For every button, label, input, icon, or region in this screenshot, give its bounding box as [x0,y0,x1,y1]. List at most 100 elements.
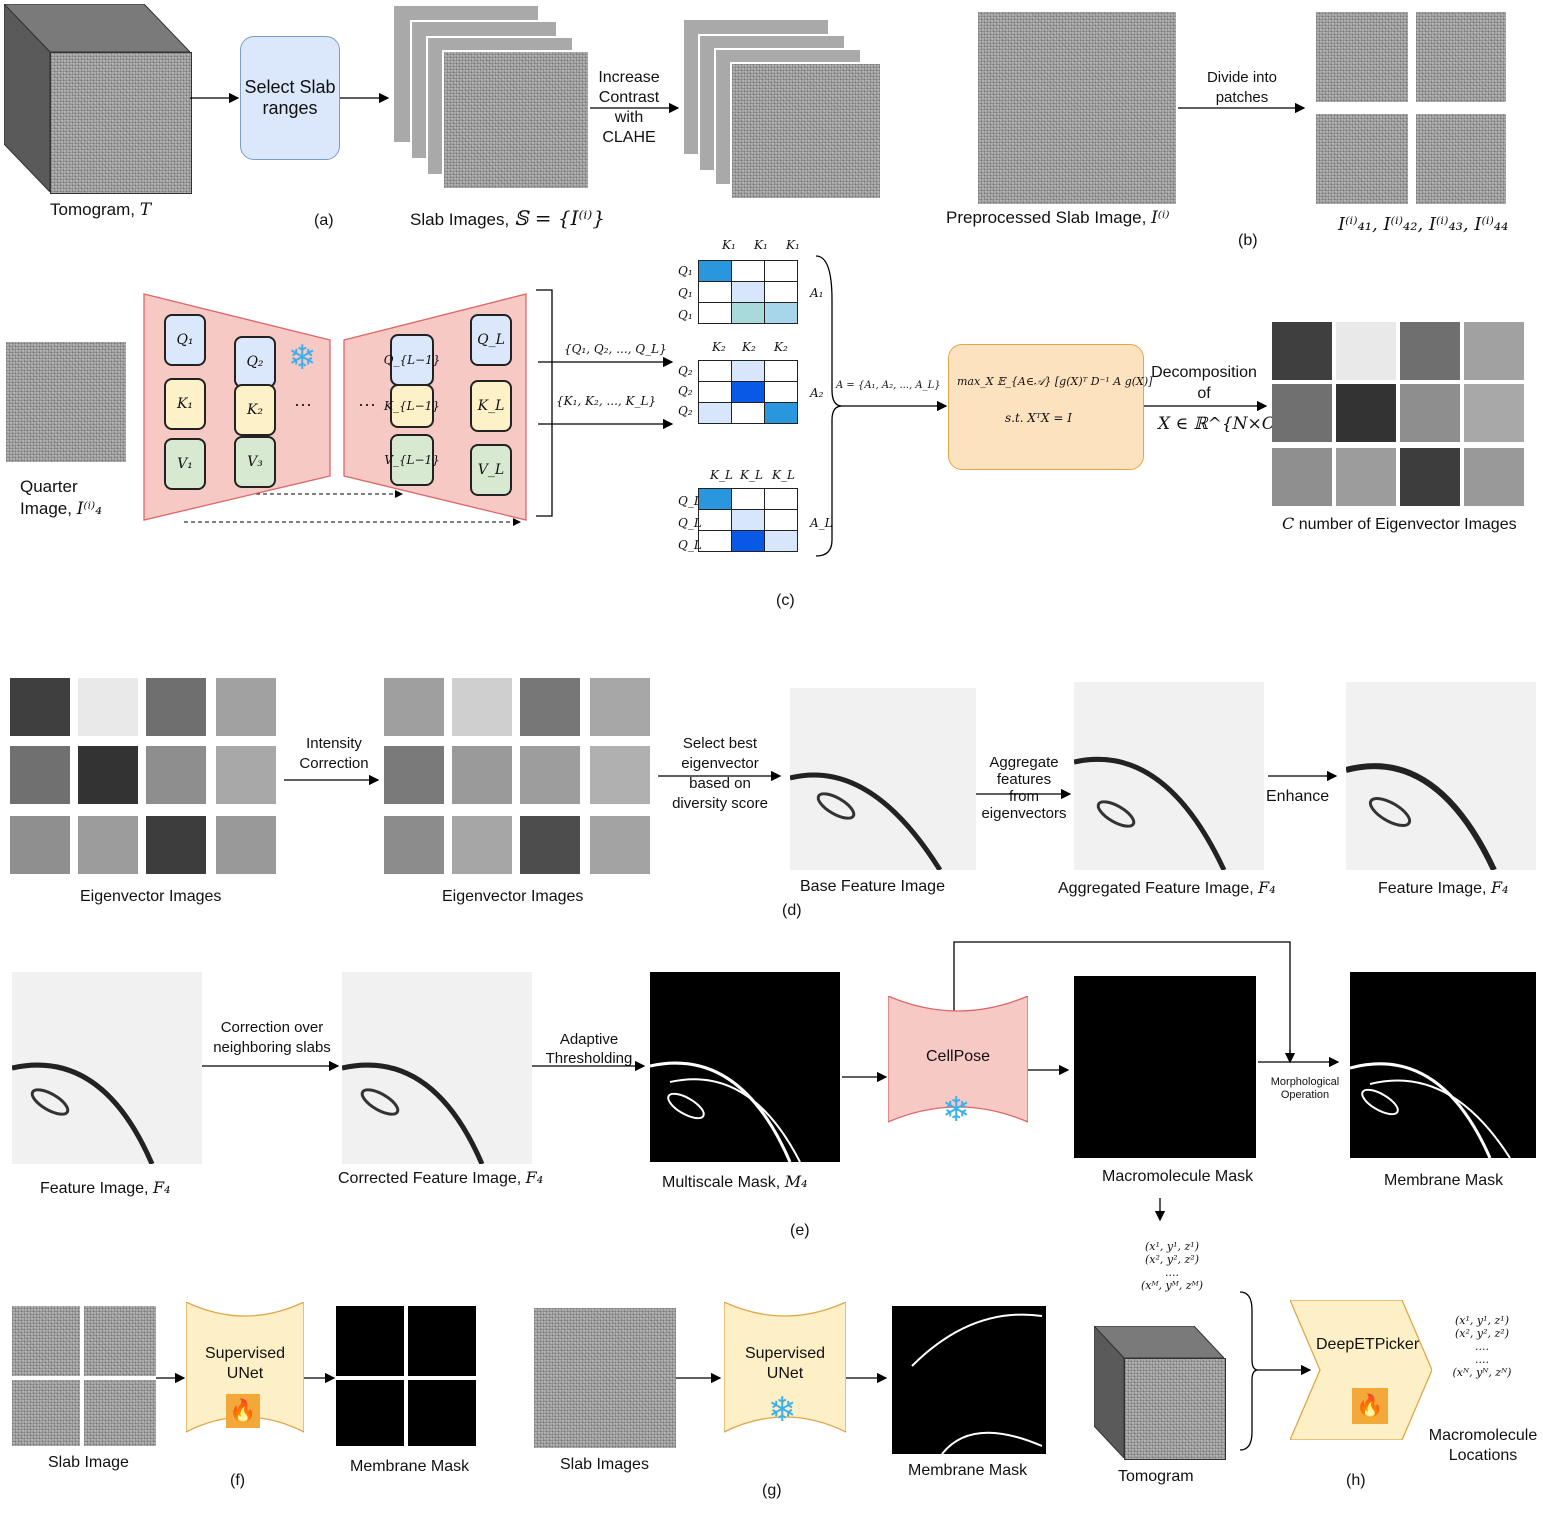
eigenvector-images-label: Eigenvector Images [80,888,222,905]
aggregated-feature-label: Aggregated Feature Image, F₄ [1058,878,1276,897]
eigenvector-image [1400,448,1460,506]
corrected-eigenvector-image [520,746,580,804]
aggregated-feature-image [1074,682,1264,870]
enhanced-feature-image [1346,682,1536,870]
corrected-eigenvector-image [590,678,650,736]
eigenvector-image [10,746,70,804]
corrected-eigenvector-image [452,816,512,874]
enhance-label: Enhance [1266,788,1330,805]
attention-matrix-a2: K₂ K₂ K₂ Q₂ Q₂ Q₂ A₂ [676,340,836,432]
deepetpicker-block: DeepETPicker 🔥 [1290,1300,1432,1440]
select-slab-box: Select Slab ranges [240,36,340,160]
snowflake-icon: ❄ [288,339,317,377]
eigenvector-image [1272,448,1332,506]
panel-a-label: (a) [314,212,334,229]
membrane-mask-label-g: Membrane Mask [908,1462,1028,1479]
corrected-eigenvector-image [590,816,650,874]
q-set: {Q₁, Q₂, ..., Q_L} [564,342,667,356]
mask-quarter [336,1306,404,1376]
fire-icon: 🔥 [226,1394,260,1428]
token-vl1: V_{L−1} [384,434,440,486]
token-k1: K₁ [164,378,206,430]
panel-g-label: (g) [762,1482,782,1499]
patch-1 [1316,12,1408,102]
eigenvector-image [146,816,206,874]
token-kl1: K_{L−1} [384,384,440,428]
macromolecule-mask-label: Macromolecule Mask [1102,1168,1254,1185]
k-set: {K₁, K₂, ..., K_L} [556,394,657,408]
token-ql1: Q_{L−1} [384,334,440,386]
token-q2: Q₂ [234,336,276,388]
corrected-eigenvector-image [452,678,512,736]
fire-icon: 🔥 [1352,1388,1388,1424]
membrane-mask-label-f: Membrane Mask [350,1458,470,1475]
eigenvector-image [146,746,206,804]
eigenvector-image [10,816,70,874]
panel-b-label: (b) [1238,232,1258,249]
panel-e-label: (e) [790,1222,810,1239]
corrected-eigenvector-image [384,678,444,736]
eigenvector-image [1272,322,1332,380]
panel-h-label: (h) [1346,1472,1366,1489]
clahe-slab-image [730,62,882,200]
membrane-mask-g [892,1306,1046,1454]
eigenvector-image [216,678,276,736]
multiscale-mask-label: Multiscale Mask, M₄ [662,1172,808,1191]
feature-image-label: Feature Image, F₄ [1378,878,1509,897]
eigenvector-image [1336,384,1396,442]
encoder-ellipsis: ··· [294,394,312,414]
token-vl: V_L [470,444,512,496]
corrected-eigenvector-image [452,746,512,804]
mask-quarter [336,1380,404,1446]
eigenvector-image [1336,322,1396,380]
coords-output: (x¹, y¹, z¹)(x², y², z²)........(xᴺ, yᴺ,… [1452,1314,1512,1379]
preprocessed-label: Preprocessed Slab Image, I⁽ⁱ⁾ [946,208,1170,228]
slab-quarter [84,1380,156,1446]
slab-image [442,50,590,190]
slab-quarter [12,1306,80,1376]
slab-image-g [534,1308,676,1448]
macromolecule-mask [1074,976,1256,1158]
token-ql: Q_L [470,314,512,366]
attention-matrix-al: K_L K_L K_L Q_L Q_L Q_L A_L [678,468,833,552]
token-v1: V₁ [164,438,206,490]
corrected-eigenvector-image [384,746,444,804]
eigenvector-image [10,678,70,736]
a-set: A = {A₁, A₂, ..., A_L} [836,380,941,391]
eigenvector-count-label: C number of Eigenvector Images [1282,514,1517,533]
quarter-image [6,342,126,462]
attention-matrix-a1: K₁ K₁ K₁ Q₁ Q₁ Q₁ A₁ [678,238,824,324]
eigenvector-image [78,746,138,804]
slab-images-label: Slab Images, 𝕊 = {I⁽ⁱ⁾} [410,206,606,230]
panel-c-label: (c) [776,592,795,609]
panel-d-label: (d) [782,902,802,919]
patch-3 [1316,114,1408,204]
x-space: X ∈ ℝ^{N×C} [1158,414,1286,434]
tomogram-label: Tomogram, T [50,200,152,220]
eigenvector-image [216,816,276,874]
feature-image-e [12,972,202,1164]
snowflake-icon: ❄ [942,1091,971,1129]
feature-image-label-e: Feature Image, F₄ [40,1178,171,1197]
eigenvector-image [1400,384,1460,442]
slab-quarter [12,1380,80,1446]
patch-2 [1416,12,1506,102]
corrected-eigenvector-image [590,746,650,804]
eigenvector-images-label-2: Eigenvector Images [442,888,584,905]
eigenvector-image [1464,448,1524,506]
slab-images-label-g: Slab Images [560,1456,649,1473]
eigenvector-image [1464,322,1524,380]
coords-input: (x¹, y¹, z¹)(x², y², z²)....(xᴹ, yᴹ, zᴹ) [1140,1240,1204,1292]
token-kl: K_L [470,380,512,432]
cellpose-block: CellPose ❄ [888,996,1028,1142]
tomogram-label-h: Tomogram [1118,1468,1194,1485]
